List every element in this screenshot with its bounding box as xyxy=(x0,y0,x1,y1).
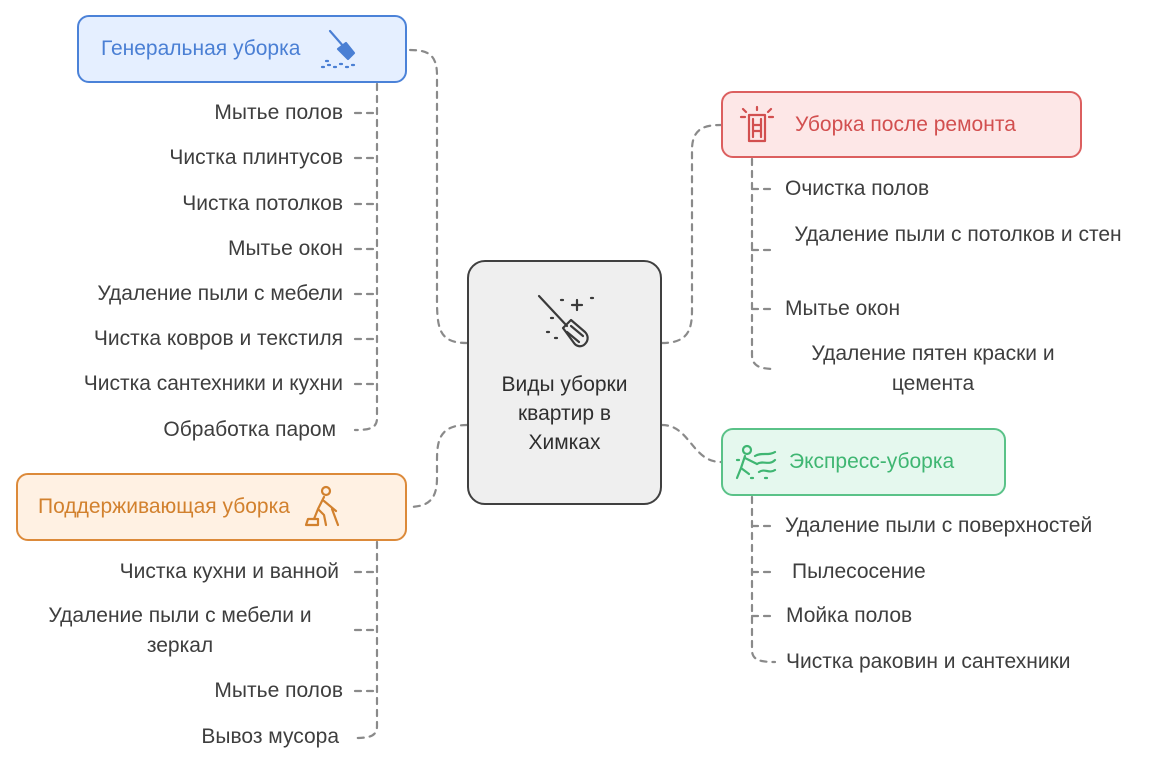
general-item-8: Обработка паром xyxy=(163,418,336,441)
express-item-1: Удаление пыли с поверхностей xyxy=(785,514,1093,537)
support-item-4: Вывоз мусора xyxy=(201,725,339,748)
center-title: Виды уборки квартир в Химках xyxy=(501,373,628,454)
branch-support-title: Поддерживающая уборка xyxy=(38,495,290,518)
branch-express: Экспресс-уборка xyxy=(721,428,1006,496)
branch-express-title: Экспресс-уборка xyxy=(789,450,955,473)
connector-center-repair xyxy=(660,123,723,345)
quick-clean-icon xyxy=(735,444,777,480)
express-item-3: Мойка полов xyxy=(786,604,913,627)
general-item-2: Чистка плинтусов xyxy=(169,146,343,169)
broom-icon xyxy=(321,29,356,69)
repair-item-2: Удаление пыли с потолков и стен xyxy=(794,223,1122,246)
express-item-2: Пылесосение xyxy=(792,560,926,583)
mopping-person-icon xyxy=(304,485,340,527)
general-item-4: Мытье окон xyxy=(227,237,343,260)
support-item-3: Мытье полов xyxy=(214,679,343,702)
general-item-6: Чистка ковров и текстиля xyxy=(93,327,343,350)
branch-support: Поддерживающая уборка xyxy=(16,473,407,541)
general-item-1: Мытье полов xyxy=(214,101,343,124)
construction-icon xyxy=(739,105,775,142)
general-item-5: Удаление пыли с мебели xyxy=(97,282,343,305)
support-item-1: Чистка кухни и ванной xyxy=(119,560,339,583)
branch-repair: Уборка после ремонта xyxy=(721,91,1082,158)
connector-center-support xyxy=(406,423,469,509)
repair-item-1: Очистка полов xyxy=(785,177,930,200)
connector-center-general xyxy=(406,48,469,345)
general-item-3: Чистка потолков xyxy=(182,192,343,215)
support-item-2: Удаление пыли с мебели и зеркал xyxy=(48,604,312,657)
express-item-4: Чистка раковин и сантехники xyxy=(786,650,1071,673)
broom-sparkle-icon xyxy=(537,294,594,348)
branch-general-title: Генеральная уборка xyxy=(101,37,301,60)
general-item-7: Чистка сантехники и кухни xyxy=(83,372,343,395)
center-node: Виды уборки квартир в Химках xyxy=(467,260,662,505)
repair-item-4: Удаление пятен краски и цемента xyxy=(811,342,1055,395)
repair-item-3: Мытье окон xyxy=(785,297,901,320)
connector-center-express xyxy=(660,423,723,464)
branch-general: Генеральная уборка xyxy=(77,15,407,83)
branch-repair-title: Уборка после ремонта xyxy=(795,112,1016,136)
